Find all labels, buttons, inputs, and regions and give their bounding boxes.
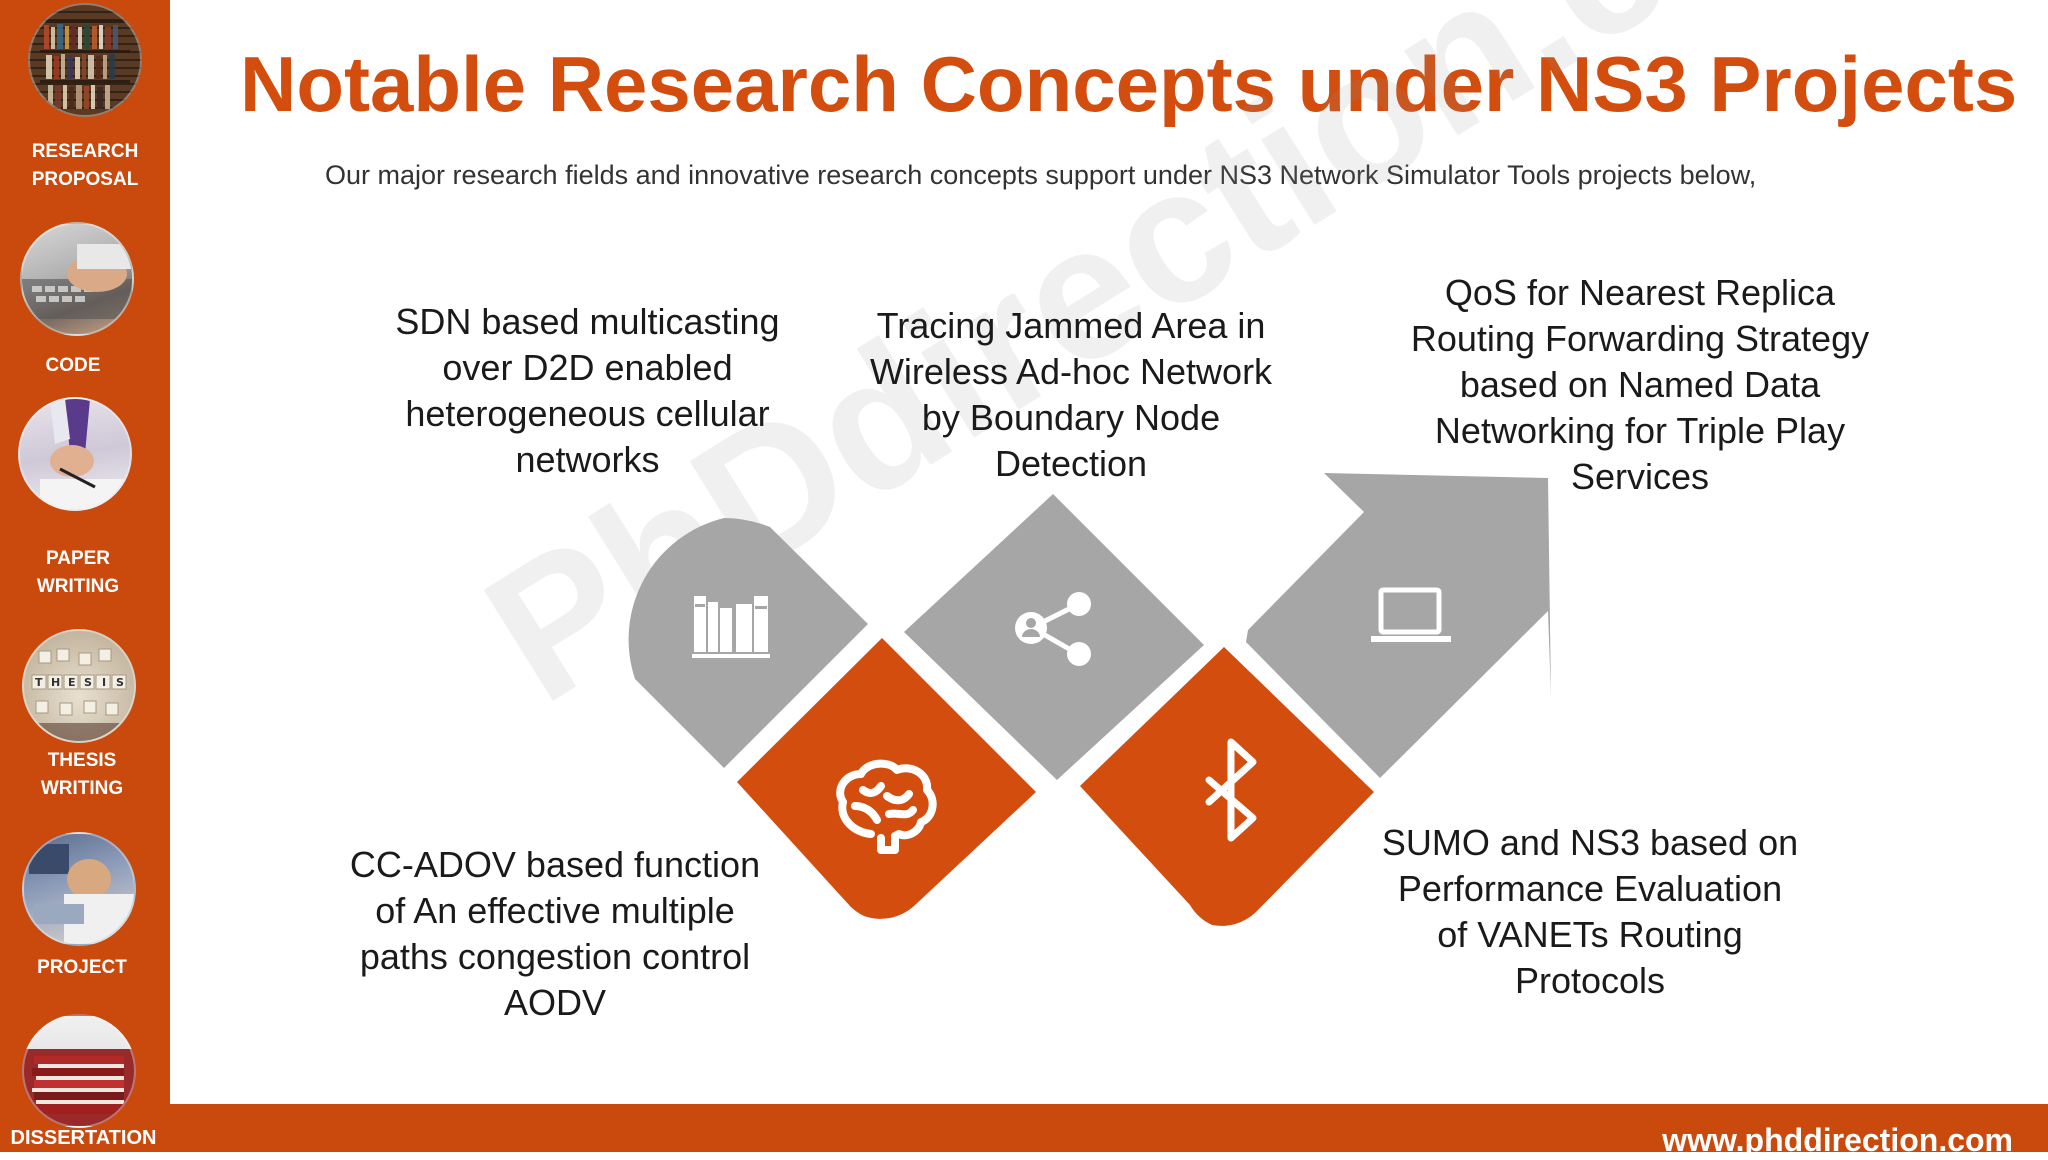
concept-sumo-ns3: SUMO and NS3 based on Performance Evalua… (1340, 820, 1840, 1004)
concept-sdn-multicasting: SDN based multicasting over D2D enabled … (370, 299, 805, 483)
footer-bar: www.phddirection.com (170, 1104, 2048, 1152)
concept-cc-adov: CC-ADOV based function of An effective m… (320, 842, 790, 1026)
website-link[interactable]: www.phddirection.com (1662, 1120, 2013, 1160)
concept-qos-nearest-replica: QoS for Nearest Replica Routing Forwardi… (1380, 270, 1900, 500)
concept-tracing-jammed-area: Tracing Jammed Area in Wireless Ad-hoc N… (846, 303, 1296, 487)
